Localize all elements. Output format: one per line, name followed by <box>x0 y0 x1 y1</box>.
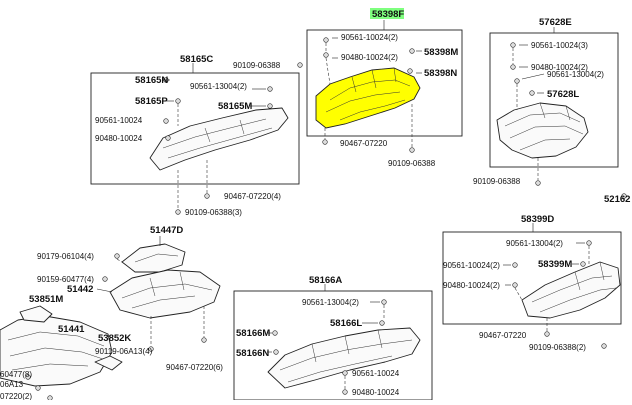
under-cover-58166A[interactable] <box>267 327 421 389</box>
label-90467-07220-6[interactable]: 90467-07220(6) <box>166 363 223 372</box>
label-90109-06388-mid[interactable]: 90109-06388 <box>388 159 436 168</box>
label-90561-10024-2-a[interactable]: 90561-10024(2) <box>341 33 398 42</box>
under-cover-58398F-highlight[interactable] <box>315 67 421 129</box>
label-52162[interactable]: 52162 <box>604 194 630 205</box>
label-90561-13004-2-c[interactable]: 90561-13004(2) <box>506 239 563 248</box>
label-58398F[interactable]: 58398F <box>372 9 404 20</box>
label-58165P[interactable]: 58165P <box>135 96 168 107</box>
under-cover-58399D[interactable] <box>521 261 621 319</box>
seal-53851M[interactable] <box>19 305 53 323</box>
seal-53852K[interactable] <box>94 355 123 371</box>
label-90467-07220-4[interactable]: 90467-07220(4) <box>224 192 281 201</box>
label-53852K[interactable]: 53852K <box>98 333 131 344</box>
label-06A13[interactable]: 06A13 <box>0 380 24 389</box>
label-90109-06388-top[interactable]: 90109-06388 <box>233 61 281 70</box>
label-58398N[interactable]: 58398N <box>424 68 457 79</box>
label-90561-10024-bot[interactable]: 90561-10024 <box>352 369 400 378</box>
box-58165C <box>90 72 300 185</box>
label-58166L[interactable]: 58166L <box>330 318 362 329</box>
label-57628E[interactable]: 57628E <box>539 17 572 28</box>
under-cover-57628E[interactable] <box>496 102 589 159</box>
label-58165M[interactable]: 58165M <box>218 101 252 112</box>
box-58399D <box>442 231 622 325</box>
box-58398F <box>306 29 463 137</box>
label-51441[interactable]: 51441 <box>58 324 85 335</box>
label-90561-10024-2-c[interactable]: 90561-10024(2) <box>443 261 500 270</box>
label-highlight-58398F <box>370 8 404 19</box>
label-51447D[interactable]: 51447D <box>150 225 183 236</box>
label-90109-06388-3-a[interactable]: 90109-06388(3) <box>185 208 242 217</box>
label-90179-06104-4[interactable]: 90179-06104(4) <box>37 252 94 261</box>
label-90480-10024-2-a[interactable]: 90480-10024(2) <box>341 53 398 62</box>
label-51442[interactable]: 51442 <box>67 284 93 295</box>
label-90561-13004-2-d[interactable]: 90561-13004(2) <box>302 298 359 307</box>
label-90561-13004-2-b[interactable]: 90561-13004(2) <box>547 70 604 79</box>
label-90480-10024-2-b[interactable]: 90480-10024(2) <box>531 63 588 72</box>
label-58166A[interactable]: 58166A <box>309 275 342 286</box>
label-90561-10024-left[interactable]: 90561-10024 <box>95 116 143 125</box>
label-58398M[interactable]: 58398M <box>424 47 458 58</box>
label-90109-06388-right[interactable]: 90109-06388 <box>473 177 521 186</box>
label-58166M[interactable]: 58166M <box>236 328 270 339</box>
splash-shield-51447D[interactable] <box>121 243 186 273</box>
engine-under-cover-51442[interactable] <box>109 269 221 319</box>
label-90119-06A13-4[interactable]: 90119-06A13(4) <box>95 347 153 356</box>
label-58165C[interactable]: 58165C <box>180 54 213 65</box>
label-90480-10024-bot[interactable]: 90480-10024 <box>352 388 400 397</box>
label-57628L[interactable]: 57628L <box>547 89 579 100</box>
label-90480-10024-2-c[interactable]: 90480-10024(2) <box>443 281 500 290</box>
label-07220-2[interactable]: 07220(2) <box>0 392 32 401</box>
label-58399M[interactable]: 58399M <box>538 259 572 270</box>
label-58166N[interactable]: 58166N <box>236 348 269 359</box>
label-90561-13004-2-a[interactable]: 90561-13004(2) <box>190 82 247 91</box>
label-60477-8[interactable]: 60477(8) <box>0 370 32 379</box>
label-58165N[interactable]: 58165N <box>135 75 168 86</box>
label-90159-60477-4[interactable]: 90159-60477(4) <box>37 275 94 284</box>
label-90467-07220-top[interactable]: 90467-07220 <box>340 139 388 148</box>
label-90561-10024-3[interactable]: 90561-10024(3) <box>531 41 588 50</box>
label-53851M[interactable]: 53851M <box>29 294 63 305</box>
label-58399D[interactable]: 58399D <box>521 214 554 225</box>
under-cover-58165C[interactable] <box>149 107 289 171</box>
label-90109-06388-2-b[interactable]: 90109-06388(2) <box>529 343 586 352</box>
label-90480-10024-left[interactable]: 90480-10024 <box>95 134 143 143</box>
label-90467-07220-right[interactable]: 90467-07220 <box>479 331 527 340</box>
